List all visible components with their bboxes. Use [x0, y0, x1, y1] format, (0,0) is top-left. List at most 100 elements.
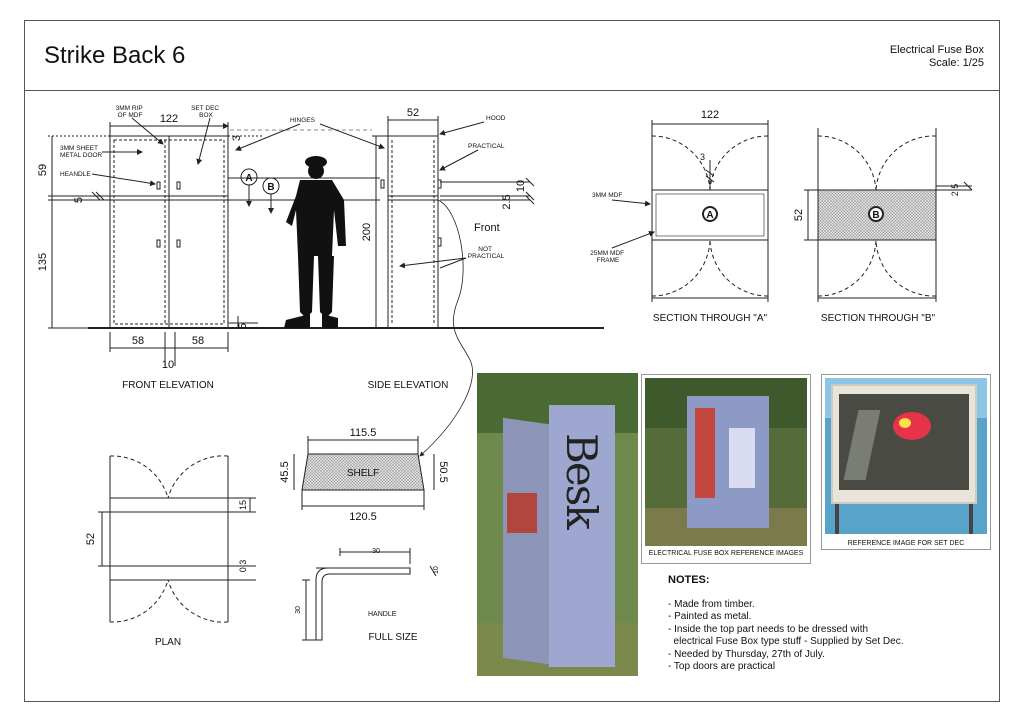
label-hood: HOOD	[486, 115, 506, 122]
dim-front-bottom: 135	[37, 253, 49, 271]
caption-front-elevation: FRONT ELEVATION	[122, 380, 214, 391]
dim-side-10: 10	[515, 180, 527, 192]
dim-section-a-width: 122	[701, 109, 719, 121]
label-frame-line1: 25MM MDF	[590, 250, 624, 257]
label-sheet-line2: METAL DOOR	[60, 152, 103, 159]
dim-3: 3	[231, 135, 243, 141]
shelf-view	[293, 436, 435, 510]
dim-shelf-right: 50.5	[437, 461, 449, 482]
notes-item: - Needed by Thursday, 27th of July.	[668, 648, 825, 660]
section-b-marker: B	[872, 210, 879, 221]
handle-label: HANDLE	[368, 611, 397, 618]
dim-plan-15: 15	[238, 500, 248, 510]
dim-left-door: 58	[132, 335, 144, 347]
dim-section-b-depth: 52	[793, 209, 805, 221]
label-25mm-frame: 25MM MDF FRAME	[590, 250, 626, 264]
caption-section-a: SECTION THROUGH "A"	[653, 313, 768, 324]
dim-5a: 5	[73, 197, 85, 203]
side-outline	[387, 135, 439, 329]
soldier-silhouette	[284, 156, 346, 328]
photo3-leg-right	[969, 504, 973, 534]
caption-plan: PLAN	[155, 637, 181, 648]
notes-title: NOTES:	[668, 574, 710, 586]
notes-item: - Painted as metal.	[668, 611, 752, 622]
dim-5b: 5	[237, 323, 249, 329]
caption-reference-images: ELECTRICAL FUSE BOX REFERENCE IMAGES	[648, 550, 804, 557]
label-set-dec-box: SET DEC BOX	[191, 105, 221, 119]
label-setdec-line1: SET DEC	[191, 105, 219, 112]
photo1-graffiti-text: Besk	[557, 433, 606, 528]
dim-front-width: 122	[160, 113, 178, 125]
photo3-leg-left	[835, 504, 839, 534]
label-setdec-line2: BOX	[199, 112, 213, 119]
label-front: Front	[474, 222, 500, 234]
dim-plan-52: 52	[85, 533, 97, 545]
dim-shelf-left: 45.5	[279, 461, 291, 482]
photo-fuse-box-graffiti: Besk	[477, 373, 638, 676]
section-a-marker: A	[706, 210, 713, 221]
dim-handle-left: 30	[295, 606, 302, 614]
label-notpractical-line2: PRACTICAL	[468, 253, 505, 260]
notes-item: - Made from timber.	[668, 598, 755, 610]
photo2-white-patch	[729, 428, 755, 488]
photo3-yellow-spot	[899, 418, 911, 428]
photo1-box-side	[503, 417, 549, 665]
photo-set-dec-reference	[825, 378, 987, 534]
dim-shelf-bottom: 120.5	[349, 511, 377, 523]
caption-full-size: FULL SIZE	[368, 632, 417, 643]
notes-item: electrical Fuse Box type stuff - Supplie…	[668, 636, 904, 647]
marker-a: A	[245, 173, 252, 184]
dim-side-depth: 52	[407, 107, 419, 119]
caption-side-elevation: SIDE ELEVATION	[368, 380, 449, 391]
plan-outline	[109, 497, 229, 581]
label-3mm-mdf: 3MM MDF	[592, 192, 622, 199]
dim-section-a-3: 3	[700, 152, 705, 162]
caption-section-b: SECTION THROUGH "B"	[821, 313, 936, 324]
subtitle-scale: Scale: 1/25	[928, 57, 984, 69]
dim-side-height: 200	[361, 223, 373, 241]
photo2-red-stripe	[695, 408, 715, 498]
label-rip-line2: OF MDF	[118, 112, 143, 119]
dim-handle-side: 10	[433, 566, 440, 574]
notes-block: NOTES: - Made from timber. - Painted as …	[668, 574, 903, 674]
side-elevation	[372, 116, 535, 457]
notes-item: - Inside the top part needs to be dresse…	[668, 623, 869, 635]
section-b	[804, 128, 973, 302]
shelf-label: SHELF	[347, 468, 379, 479]
dim-shelf-top: 115.5	[350, 427, 377, 439]
drawing-subtitle: Electrical Fuse Box Scale: 1/25	[890, 44, 984, 70]
subtitle-line-1: Electrical Fuse Box	[889, 44, 984, 56]
photo-fuse-box-reference	[645, 378, 807, 546]
caption-set-dec: REFERENCE IMAGE FOR SET DEC	[847, 540, 965, 547]
photo1-rust-patch	[507, 493, 537, 533]
dim-right-door: 58	[192, 335, 204, 347]
handle-detail	[302, 548, 437, 641]
dim-front-top: 59	[37, 164, 49, 176]
notes-item: - Top doors are practical	[668, 661, 776, 672]
label-rip-mdf: 3MM RIP OF MDF	[116, 105, 145, 119]
dim-plan-0-3: 0.3	[238, 560, 248, 573]
dim-section-b-2-5: 2.5	[950, 184, 960, 197]
label-handle: HEANDLE	[60, 171, 91, 178]
label-not-practical: NOT PRACTICAL	[468, 246, 505, 260]
section-a	[611, 120, 769, 302]
label-practical: PRACTICAL	[468, 143, 505, 150]
photo3-red-object	[893, 412, 931, 440]
label-rip-line1: 3MM RIP	[116, 105, 143, 112]
dim-gap: 10	[162, 359, 174, 371]
photo1-box-front	[549, 405, 615, 667]
dim-handle-top: 30	[372, 548, 380, 555]
label-hinges: HINGES	[290, 117, 316, 124]
plan-view	[98, 455, 256, 623]
drawing-sheet	[24, 20, 1000, 702]
label-sheet-metal-door: 3MM SHEET METAL DOOR	[60, 145, 103, 159]
handle-outline	[315, 567, 411, 641]
label-notpractical-line1: NOT	[478, 246, 492, 253]
header-divider	[24, 90, 1000, 91]
marker-b: B	[267, 182, 274, 193]
label-sheet-line1: 3MM SHEET	[60, 145, 98, 152]
label-frame-line2: FRAME	[597, 257, 620, 264]
page-title: Strike Back 6	[44, 42, 186, 69]
dim-side-2-5: 2.5	[501, 194, 513, 209]
